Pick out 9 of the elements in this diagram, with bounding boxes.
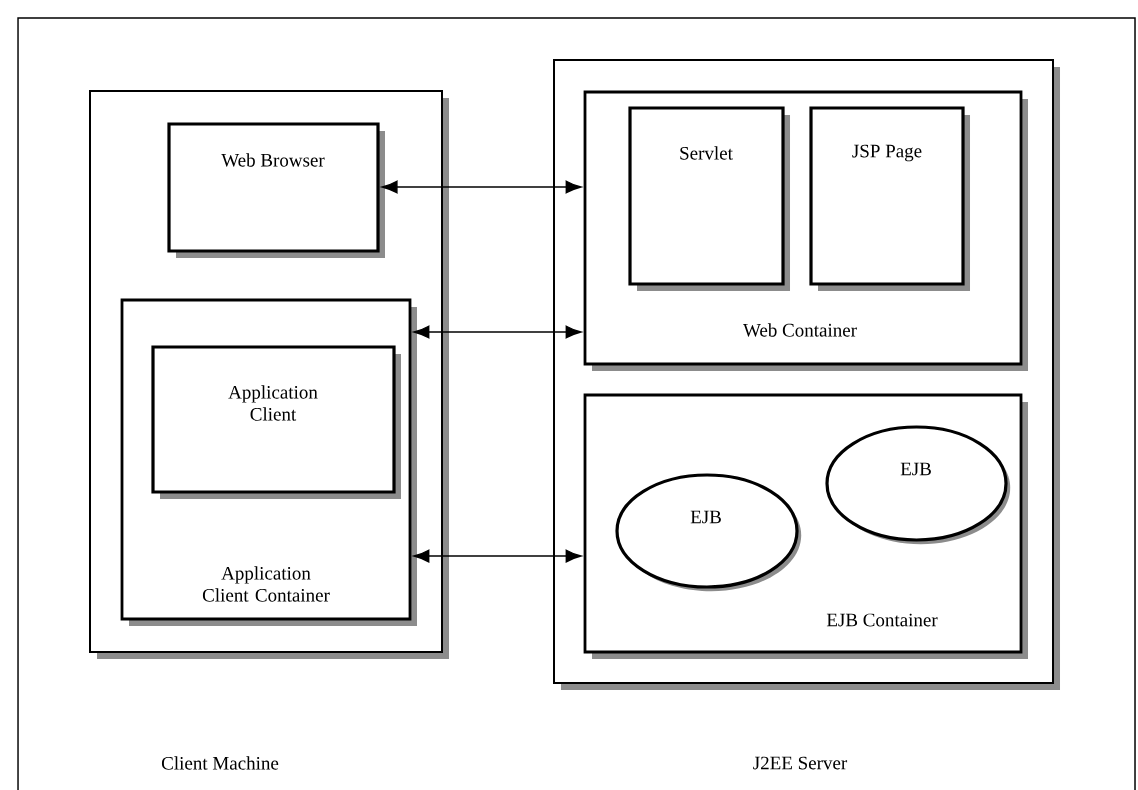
arrow — [413, 325, 582, 339]
group-label: J2EE Server — [753, 756, 848, 770]
box: Servlet — [628, 106, 790, 291]
box: Application Client — [151, 345, 401, 499]
group-label: Client Machine — [161, 756, 279, 770]
box: JSP Page — [809, 106, 970, 291]
arrow — [413, 549, 582, 563]
arrow — [381, 180, 582, 194]
box: Web Browser — [167, 122, 385, 258]
